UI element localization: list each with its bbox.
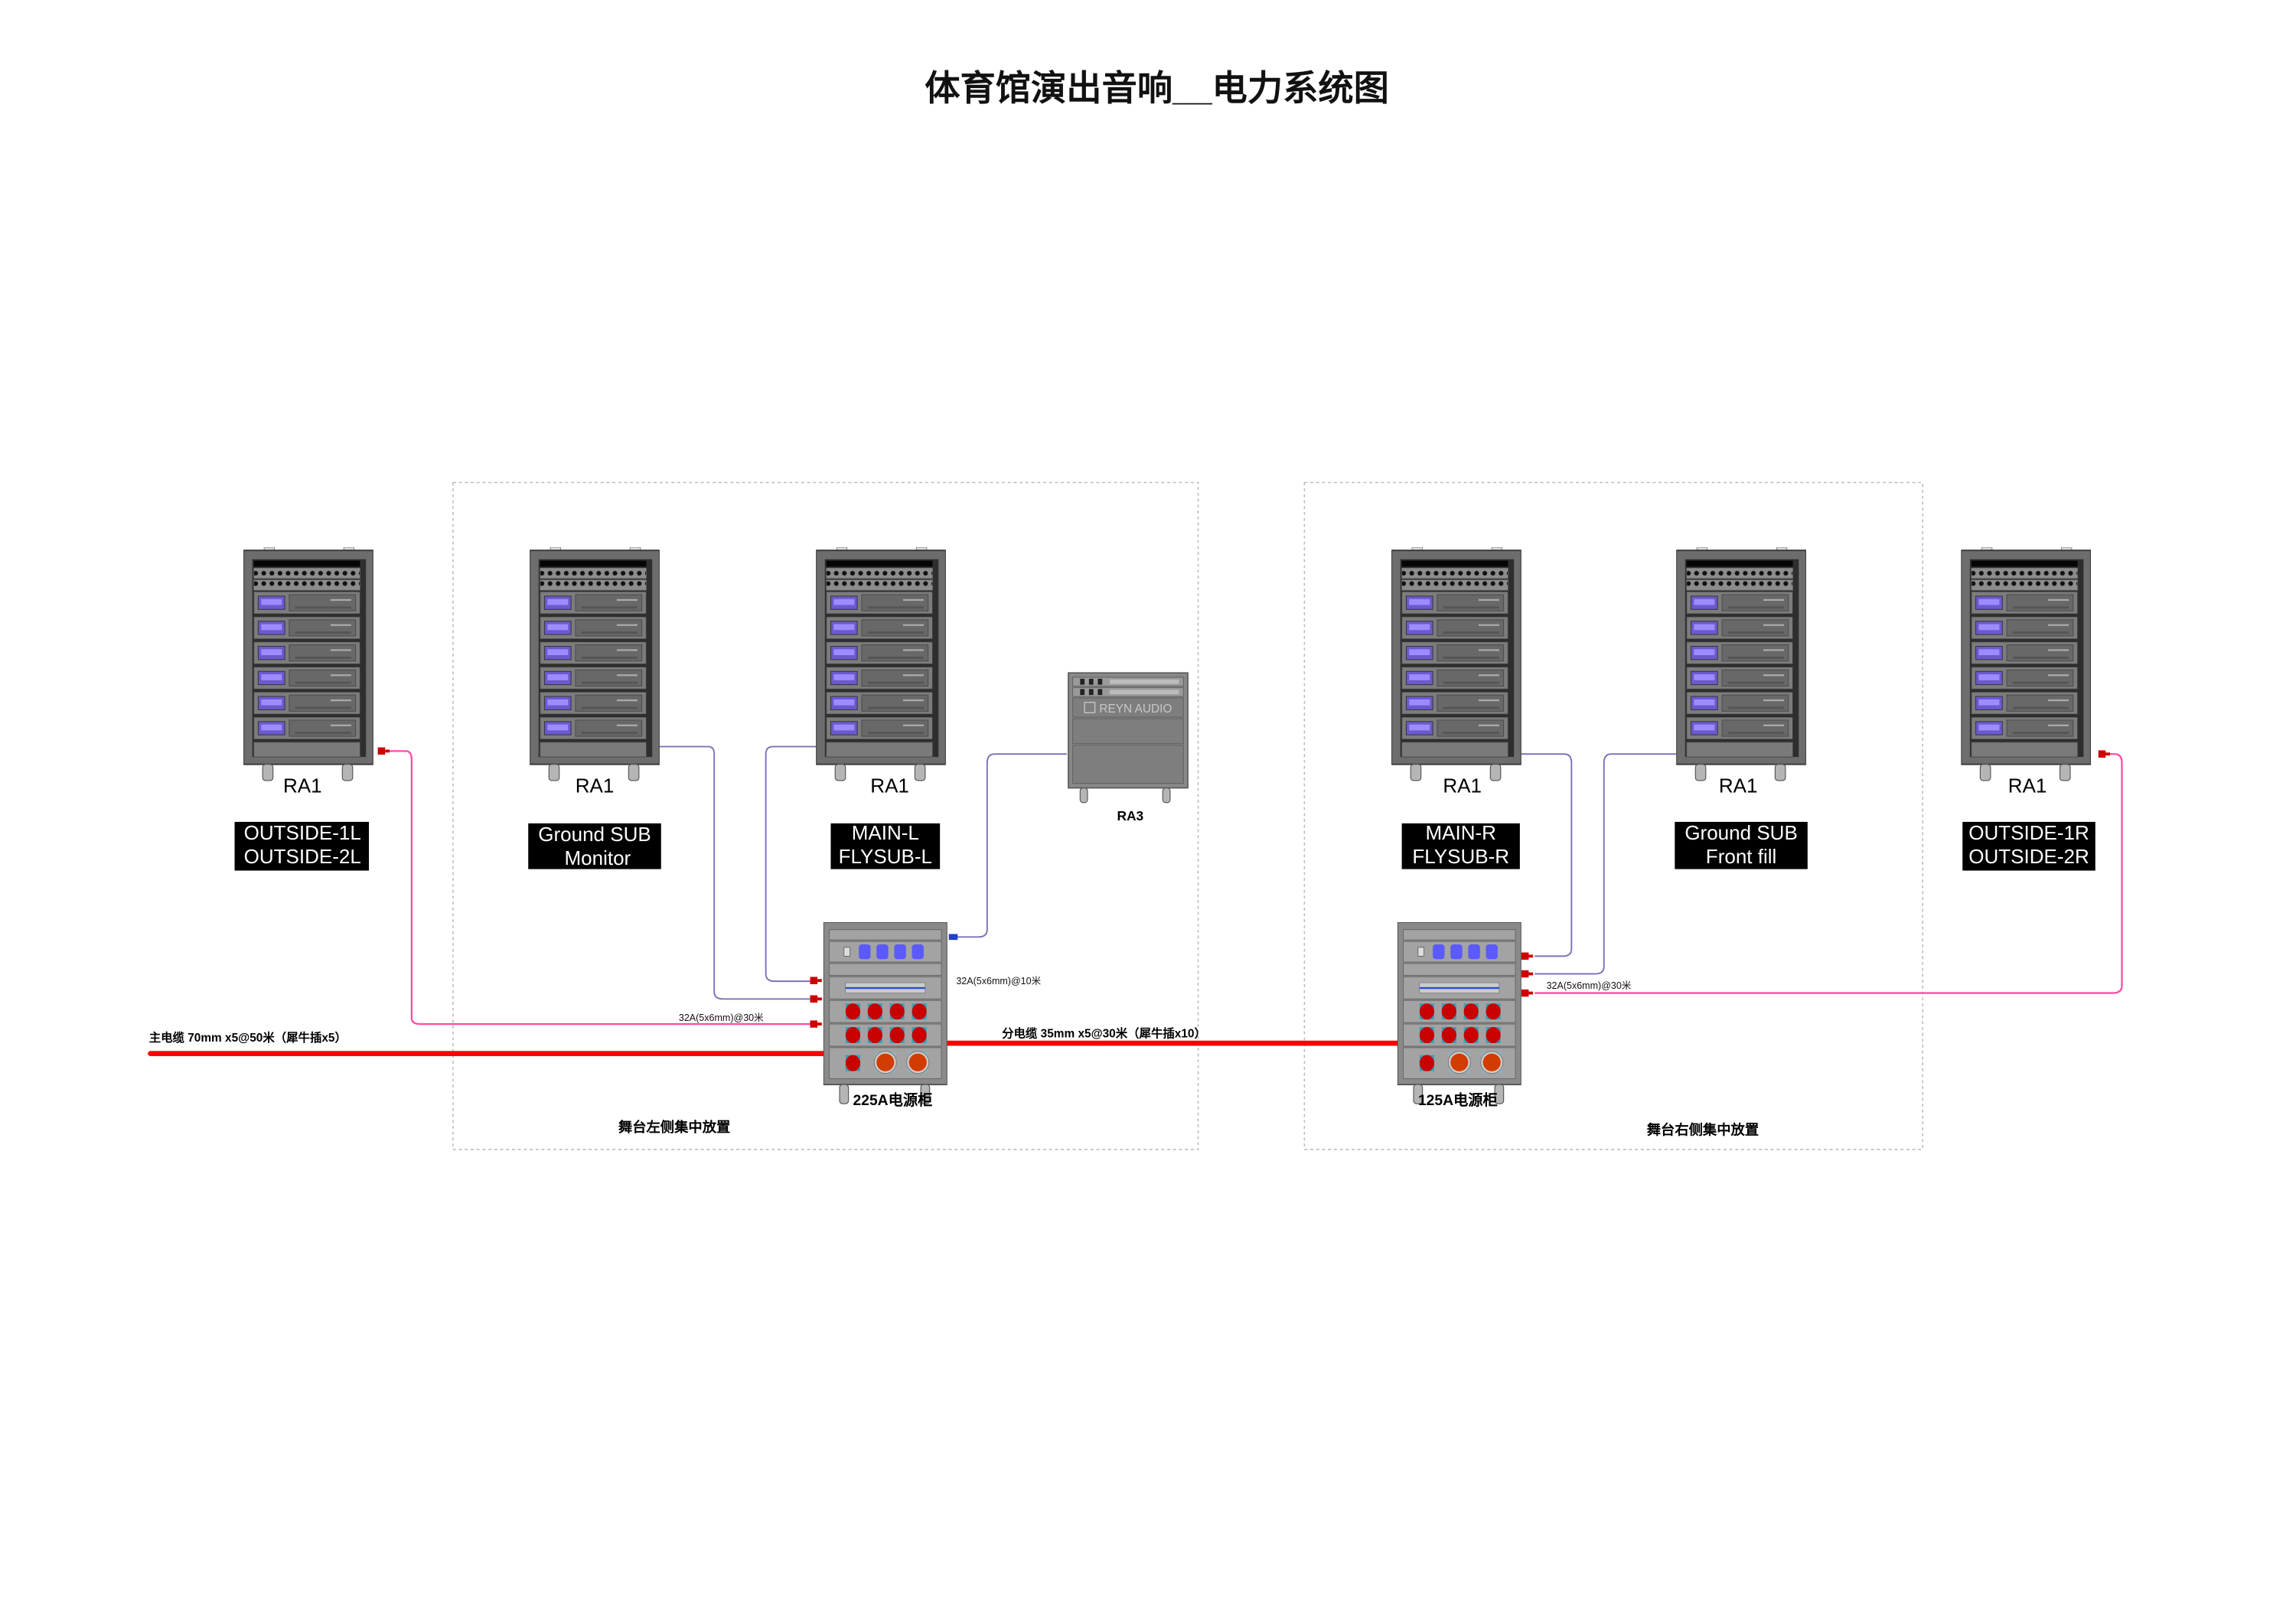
cable-main-l bbox=[765, 745, 820, 983]
sub-cable-label: 分电缆 35mm x5@30米（犀牛插x10） bbox=[1002, 1026, 1206, 1040]
cable-main-r bbox=[1521, 753, 1573, 957]
rack-label-box bbox=[234, 821, 370, 871]
rack-name: RA1 bbox=[576, 774, 615, 797]
cable-ground-sub-front-fill bbox=[1534, 753, 1677, 975]
rack-label-box bbox=[830, 823, 941, 869]
power-cabinet-125a: 125A电源柜 bbox=[1397, 922, 1521, 1109]
plug-icon bbox=[2099, 750, 2110, 758]
plug-icon bbox=[1521, 970, 1533, 978]
cable-spec-label: 32A(5x6mm)@30米 bbox=[1547, 980, 1632, 991]
power-cabinet-225a: 225A电源柜 bbox=[823, 922, 947, 1109]
blue-plug-icon bbox=[948, 934, 958, 941]
cable-ground-sub-monitor bbox=[659, 745, 820, 1000]
rack-label-box bbox=[1962, 821, 2095, 871]
rack-label-box bbox=[1675, 821, 1808, 869]
cable-outside-l bbox=[386, 750, 820, 1026]
main-cable-label: 主电缆 70mm x5@50米（犀牛插x5） bbox=[149, 1030, 347, 1045]
amplifier-rack-icon bbox=[530, 547, 660, 781]
amplifier-rack-icon bbox=[1676, 547, 1806, 781]
plug-icon bbox=[810, 1020, 821, 1028]
cabinet-label: 125A电源柜 bbox=[1418, 1091, 1498, 1109]
plug-icon bbox=[810, 995, 821, 1003]
power-distribution-cabinet-icon bbox=[823, 922, 947, 1104]
zone-left-boundary bbox=[452, 481, 1199, 1150]
diagram-title: 体育馆演出音响__电力系统图 bbox=[925, 68, 1389, 108]
cable-ra3 bbox=[956, 753, 1067, 938]
rack-name: RA1 bbox=[283, 774, 322, 797]
plug-icon bbox=[1521, 990, 1533, 997]
amplifier-rack-icon bbox=[1961, 547, 2091, 781]
rack-name: RA1 bbox=[1443, 774, 1482, 797]
plug-icon bbox=[810, 977, 821, 984]
amplifier-rack-icon bbox=[243, 547, 373, 781]
brand-logo-text: REYN AUDIO bbox=[1099, 703, 1172, 716]
rack-name: RA3 bbox=[1117, 808, 1144, 823]
zone-left-label: 舞台左侧集中放置 bbox=[618, 1119, 730, 1135]
zone-right-boundary bbox=[1303, 481, 1923, 1150]
power-distribution-cabinet-icon bbox=[1397, 922, 1521, 1104]
cable-spec-label: 32A(5x6mm)@10米 bbox=[956, 976, 1041, 986]
rack-ra3: REYN AUDIO RA3 bbox=[1068, 672, 1189, 823]
plug-icon bbox=[1521, 953, 1533, 960]
plug-icon bbox=[378, 748, 390, 755]
amplifier-rack-icon bbox=[1391, 547, 1521, 781]
zone-right-label: 舞台右侧集中放置 bbox=[1646, 1122, 1759, 1138]
cable-outside-r bbox=[1534, 753, 2123, 994]
cabinet-label: 225A电源柜 bbox=[853, 1091, 933, 1109]
rack-name: RA1 bbox=[870, 774, 909, 797]
amplifier-rack-icon bbox=[816, 547, 946, 781]
rack-name: RA1 bbox=[1719, 774, 1758, 797]
rack-name: RA1 bbox=[2008, 774, 2047, 797]
rack-label-box bbox=[528, 823, 661, 869]
cable-spec-label: 32A(5x6mm)@30米 bbox=[679, 1013, 764, 1023]
rack-label-box bbox=[1401, 823, 1520, 869]
